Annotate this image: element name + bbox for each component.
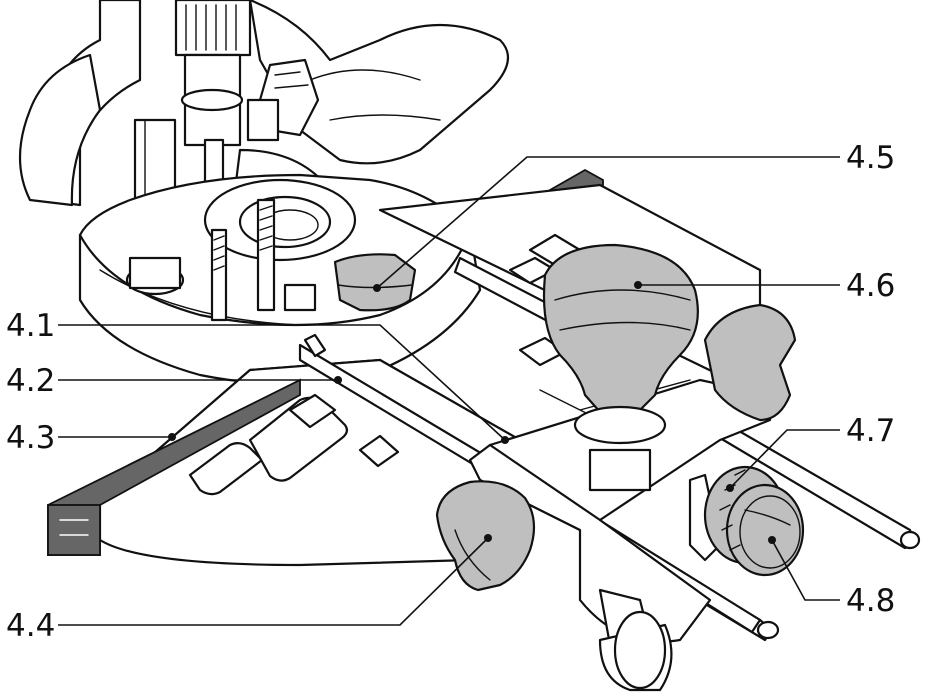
leader-4-1 [58,324,506,441]
callout-4-5: 4.5 [846,140,895,176]
clamp-knob-small [333,253,417,312]
callout-4-1: 4.1 [6,308,55,344]
leader-dot-4-2 [334,376,342,384]
guide-plate [98,358,522,567]
callout-labels: 4.1 4.2 4.3 4.4 4.5 4.6 4.7 4.8 [6,140,895,644]
leader-4-7 [729,429,840,489]
callout-4-2: 4.2 [6,363,55,399]
leader-dot-4-3 [168,433,176,441]
leader-4-8 [771,539,840,601]
leader-4-5 [376,156,840,289]
leader-lines [58,156,840,626]
large-grip-knob [542,243,699,445]
callout-4-6: 4.6 [846,268,895,304]
fine-adjust-wheel [688,465,805,577]
router-base-plate [78,173,482,385]
callout-4-4: 4.4 [6,608,55,644]
locking-knob-right [703,303,797,422]
callout-4-8: 4.8 [846,583,895,619]
callout-4-3: 4.3 [6,420,55,456]
leader-dot-4-7 [726,484,734,492]
leader-4-4 [58,537,489,626]
leader-dot-4-1 [501,436,509,444]
leader-dot-4-8 [768,536,776,544]
leader-dot-4-5 [373,284,381,292]
callout-4-7: 4.7 [846,413,895,449]
leader-dot-4-4 [484,534,492,542]
leader-dot-4-6 [634,281,642,289]
